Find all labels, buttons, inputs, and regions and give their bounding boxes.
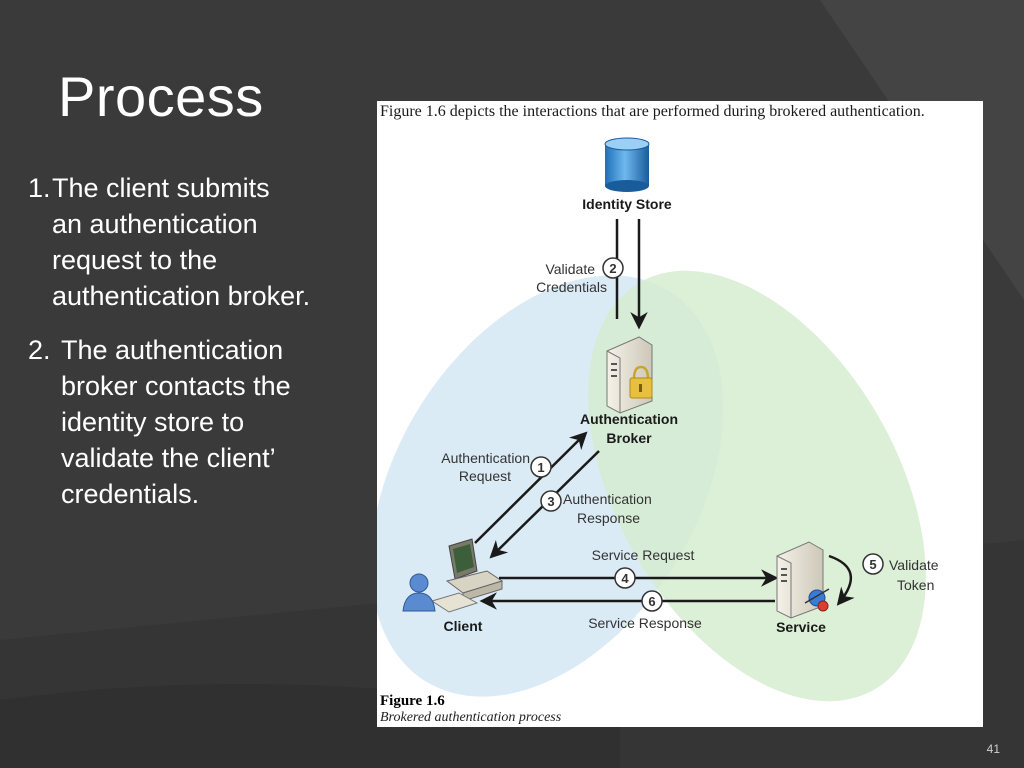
step-text-line: The client submits xyxy=(52,173,270,203)
step2-label-line2: Credentials xyxy=(536,279,607,295)
step-text-line: authentication broker. xyxy=(52,281,311,311)
figure-panel: Figure 1.6 depicts the interactions that… xyxy=(377,101,983,727)
step6-number: 6 xyxy=(648,594,655,609)
step-text: The client submits an authentication req… xyxy=(52,170,358,314)
service-server-icon xyxy=(776,541,824,619)
step-text-line: credentials. xyxy=(61,479,200,509)
figure-caption-title: Figure 1.6 xyxy=(380,693,445,709)
step1-label-line2: Request xyxy=(459,468,511,484)
step1-badge: 1 xyxy=(530,456,552,478)
step-text-line: an authentication xyxy=(52,209,258,239)
step1-number: 1 xyxy=(537,460,544,475)
step-number: 1. xyxy=(28,173,51,203)
step2-badge: 2 xyxy=(602,257,624,279)
broker-server-icon xyxy=(606,336,653,414)
gears-icon xyxy=(804,588,830,612)
figure-caption-subtitle: Brokered authentication process xyxy=(380,710,562,725)
step4-badge: 4 xyxy=(614,567,636,589)
steps-list: 1. The client submits an authentication … xyxy=(28,170,358,530)
step-text: The authentication broker contacts the i… xyxy=(61,332,358,512)
brokered-auth-diagram: Identity Store Validate Credentials 2 Au… xyxy=(377,137,939,702)
lock-icon xyxy=(629,365,653,399)
service-label: Service xyxy=(776,619,826,635)
step-text-line: request to the xyxy=(52,245,218,275)
identity-store-label: Identity Store xyxy=(582,196,672,212)
step3-label-line2: Response xyxy=(577,510,640,526)
client-label: Client xyxy=(444,618,483,634)
step3-badge: 3 xyxy=(540,490,562,512)
step-number: 2. xyxy=(28,335,51,365)
figure-intro: Figure 1.6 depicts the interactions that… xyxy=(380,103,925,120)
arrow-auth-request xyxy=(474,431,588,544)
arrow-validate-token xyxy=(828,554,855,606)
broker-label-line2: Broker xyxy=(606,430,652,446)
step6-label: Service Response xyxy=(588,615,702,631)
step-text-line: identity store to xyxy=(61,407,245,437)
step3-number: 3 xyxy=(547,494,554,509)
step4-label: Service Request xyxy=(592,547,695,563)
step-item-1: 1. The client submits an authentication … xyxy=(28,170,358,314)
database-icon xyxy=(604,137,650,192)
page-number: 41 xyxy=(986,742,1000,756)
slide-title: Process xyxy=(58,65,264,128)
user-icon xyxy=(402,573,436,612)
step5-number: 5 xyxy=(869,557,876,572)
step4-number: 4 xyxy=(621,571,629,586)
broker-label-line1: Authentication xyxy=(580,411,678,427)
step3-label-line1: Authentication xyxy=(563,491,652,507)
step-item-2: 2. The authentication broker contacts th… xyxy=(28,332,358,512)
step-text-line: broker contacts the xyxy=(61,371,291,401)
computer-icon xyxy=(430,538,504,613)
step2-label-line1: Validate xyxy=(545,261,595,277)
step1-label-line1: Authentication xyxy=(441,450,530,466)
step5-label-line2: Token xyxy=(897,577,934,593)
step6-badge: 6 xyxy=(641,590,663,612)
step-text-line: validate the client’ xyxy=(61,443,276,473)
step5-badge: 5 xyxy=(862,553,884,575)
step5-label-line1: Validate xyxy=(889,557,939,573)
step-text-line: The authentication xyxy=(61,335,284,365)
step2-number: 2 xyxy=(609,261,616,276)
